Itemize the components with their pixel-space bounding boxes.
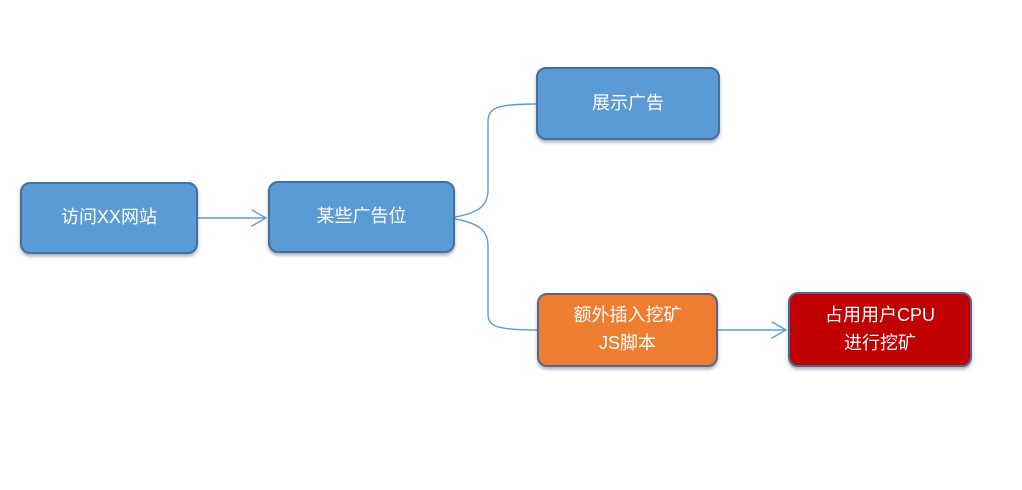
node-visit-xx-website: 访问XX网站 bbox=[20, 182, 198, 254]
connector-adslot-to-showad bbox=[454, 103, 537, 218]
arrowhead-visit-to-adslot-icon bbox=[251, 209, 267, 227]
node-occupy-user-cpu-mining: 占用用户CPU 进行挖矿 bbox=[788, 292, 972, 367]
arrowhead-inject-to-mining-icon bbox=[771, 321, 787, 339]
node-display-ads: 展示广告 bbox=[536, 67, 720, 140]
node-inject-mining-js-script: 额外插入挖矿 JS脚本 bbox=[537, 293, 718, 367]
node-some-ad-slots: 某些广告位 bbox=[268, 181, 455, 253]
connector-adslot-to-inject bbox=[454, 218, 538, 331]
